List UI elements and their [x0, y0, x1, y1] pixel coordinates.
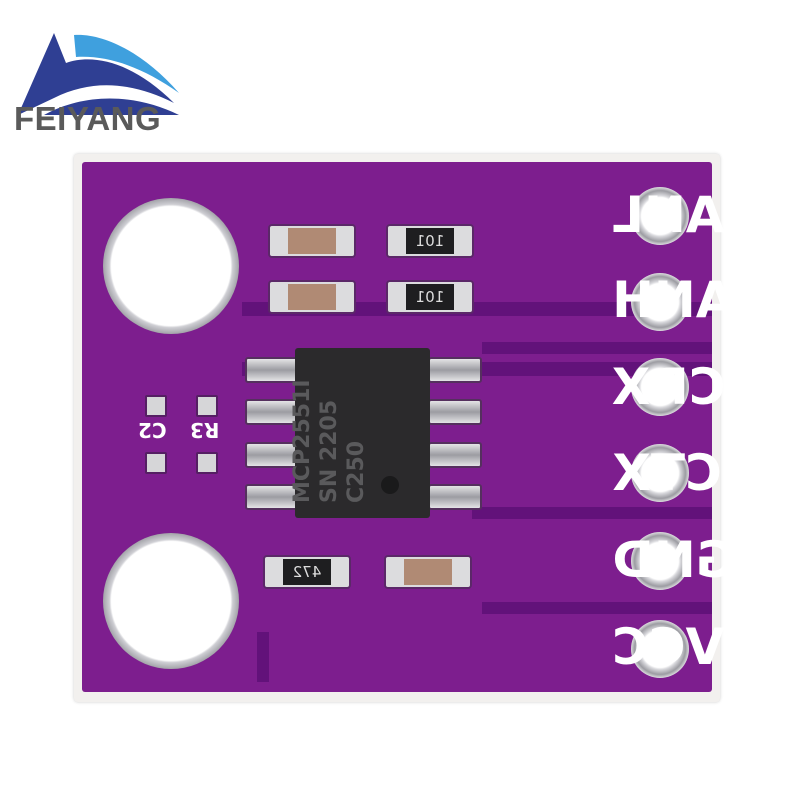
capacitor — [268, 280, 356, 314]
chip-marking-3: C250 — [344, 440, 369, 503]
feiyang-logo — [18, 33, 179, 115]
pin-pad-vcc — [631, 620, 689, 678]
mounting-hole-bottom — [103, 533, 239, 669]
pin-pad-canl — [631, 187, 689, 245]
chip-pin — [245, 357, 299, 383]
pin-label-canl: CANL — [612, 186, 762, 244]
chip-marking-1: MCP2551I — [290, 379, 315, 503]
smd-pad — [145, 395, 167, 417]
silk-c2: C2 — [138, 418, 167, 442]
pin-pad-canh — [631, 273, 689, 331]
smd-pad — [196, 395, 218, 417]
chip-pin — [428, 399, 482, 425]
chip-pin — [428, 484, 482, 510]
resistor: 101 — [386, 280, 474, 314]
pin-label-ctx: CTX — [612, 444, 722, 502]
pin-label-crx: CRX — [612, 358, 726, 416]
silk-r3: R3 — [190, 418, 220, 442]
chip-marking-2: SN 2205 — [317, 399, 342, 503]
chip-pin — [245, 442, 299, 468]
pin-label-gnd: GND — [612, 531, 737, 589]
chip-pin — [428, 357, 482, 383]
pin-label-vcc: VCC — [612, 618, 725, 676]
pin-label-canh: CANH — [612, 271, 772, 329]
resistor: 472 — [263, 555, 351, 589]
mounting-hole-top — [103, 198, 239, 334]
capacitor — [268, 224, 356, 258]
chip-pin — [428, 442, 482, 468]
pin-pad-ctx — [631, 444, 689, 502]
capacitor — [384, 555, 472, 589]
mcp2551-chip: MCP2551I SN 2205 C250 — [290, 348, 430, 518]
smd-pad — [145, 452, 167, 474]
smd-pad — [196, 452, 218, 474]
pin-pad-crx — [631, 358, 689, 416]
logo-text: FEIYANG — [14, 100, 162, 137]
resistor: 101 — [386, 224, 474, 258]
pin-pad-gnd — [631, 532, 689, 590]
